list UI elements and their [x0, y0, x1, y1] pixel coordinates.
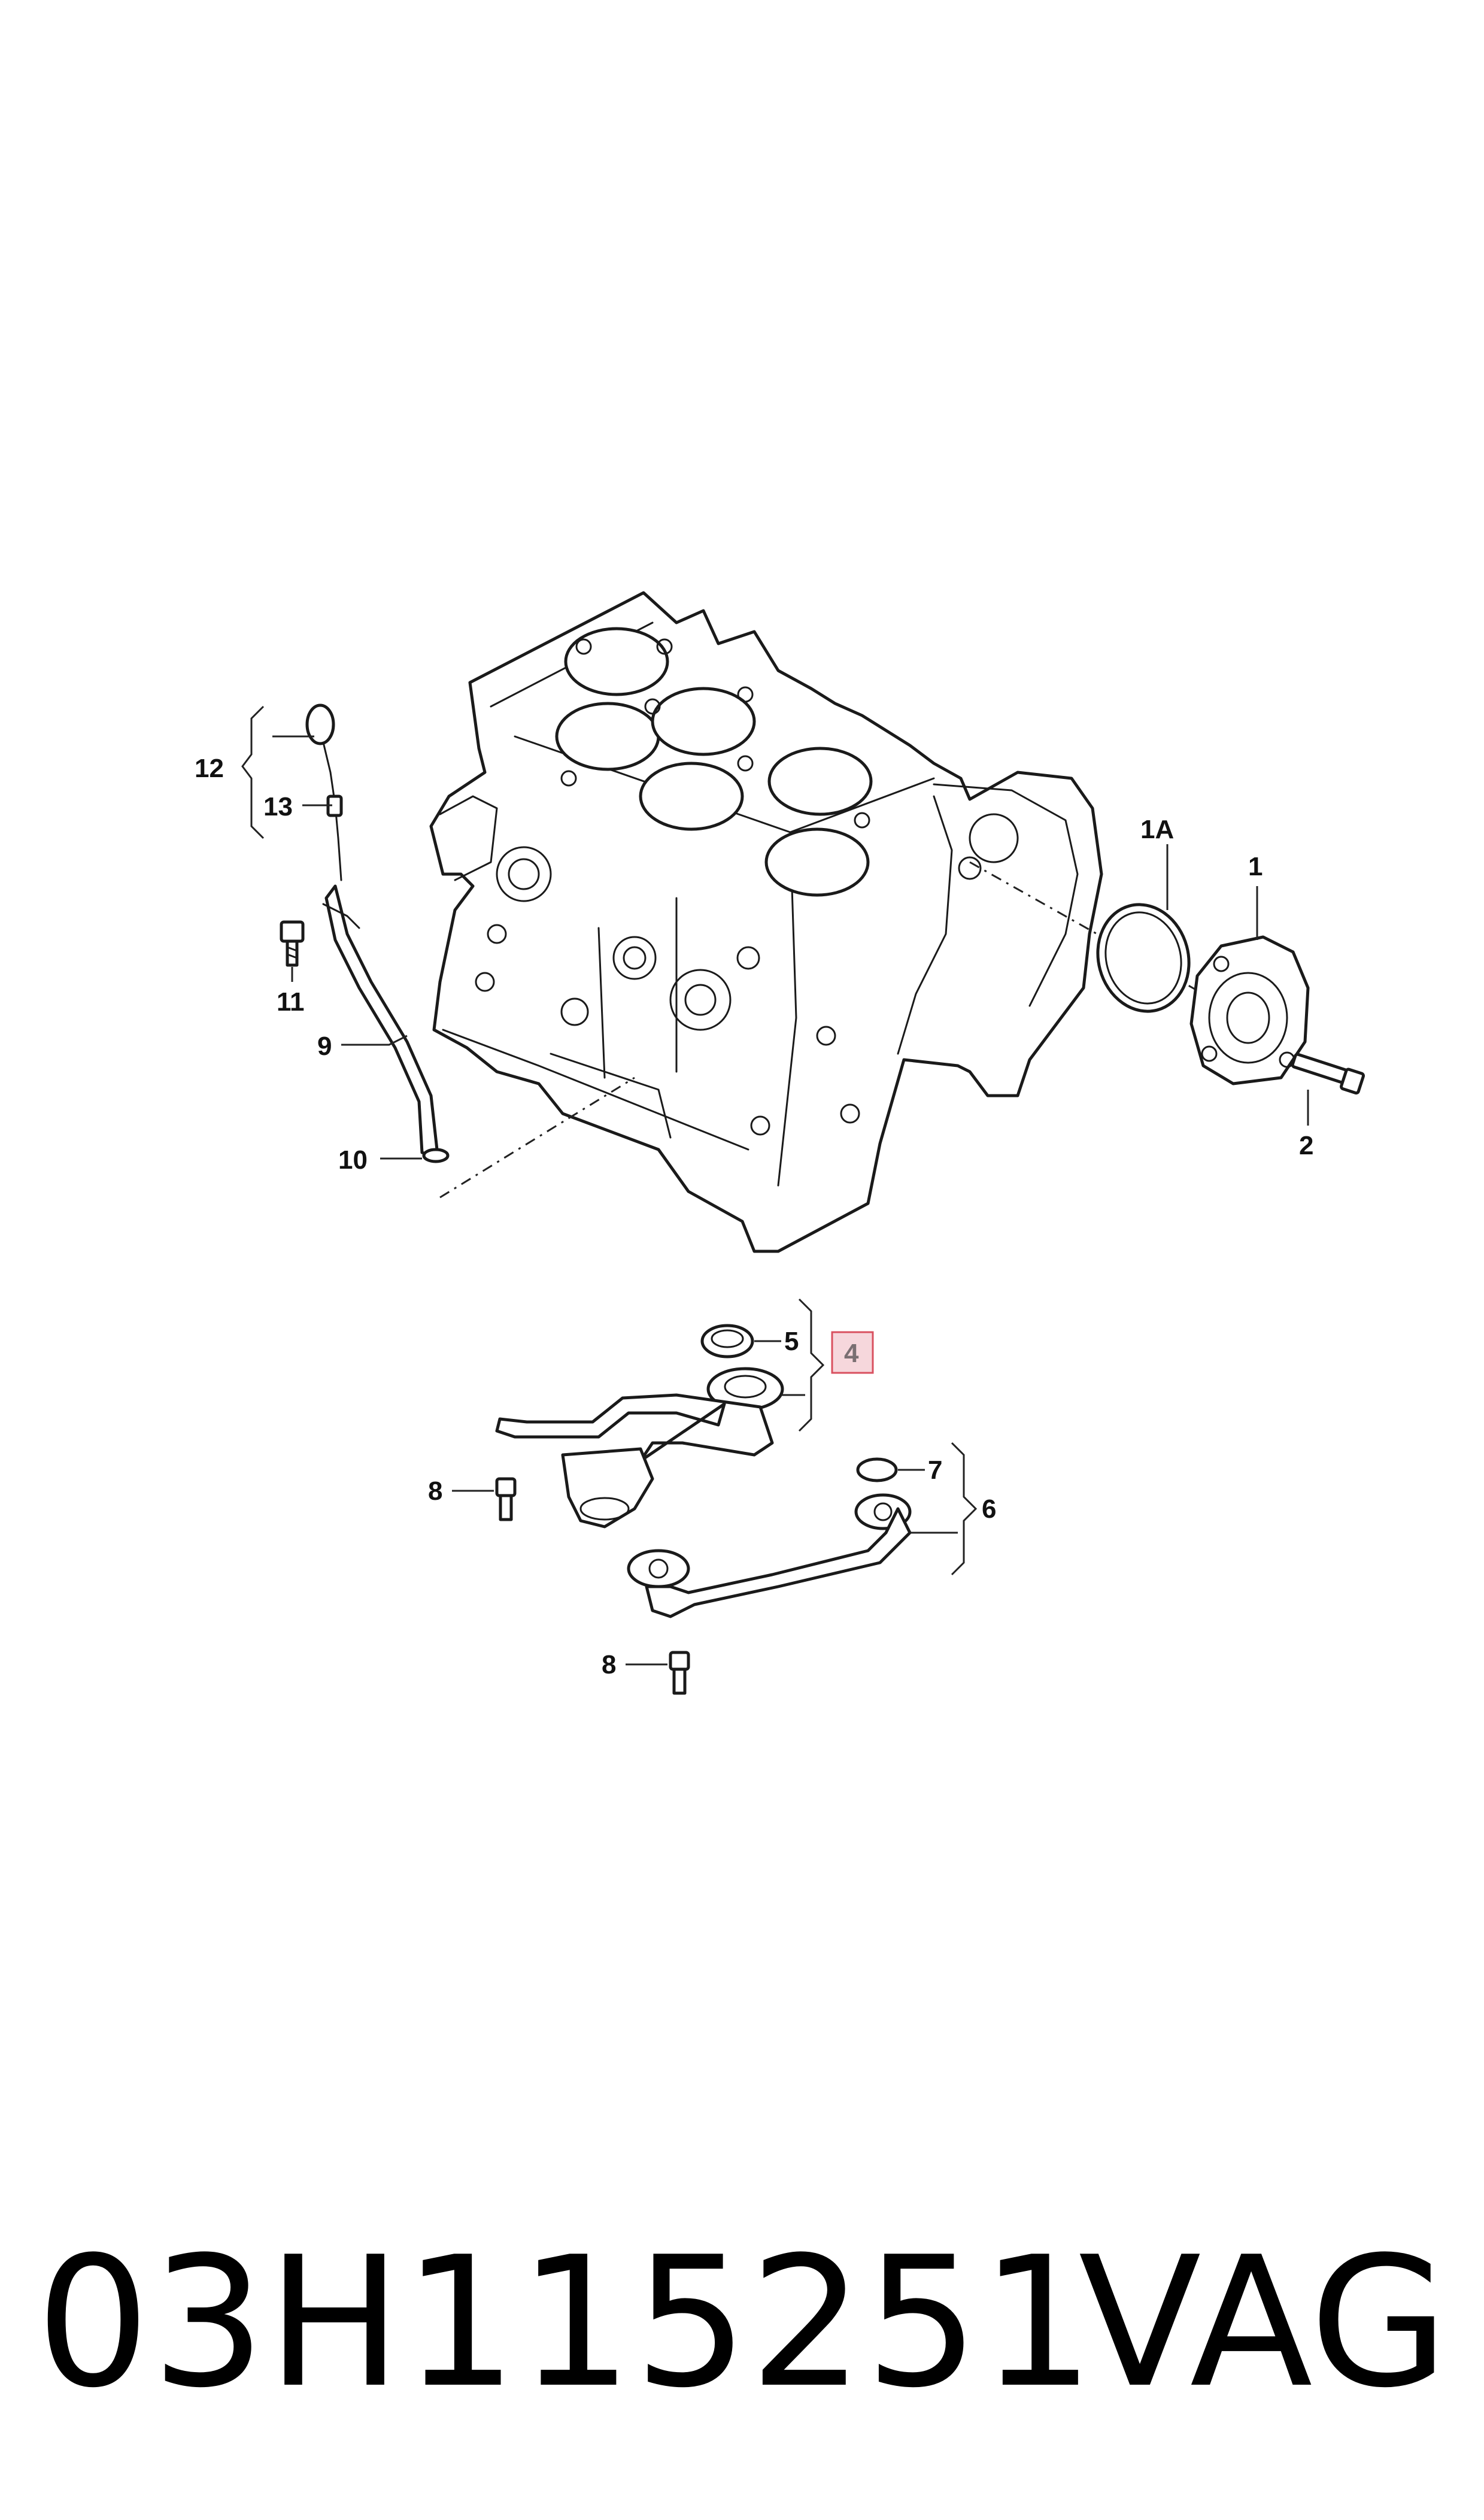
callout-4-box	[831, 1331, 874, 1374]
leader-lines	[241, 705, 1309, 1666]
callout-9[interactable]: 9	[317, 1032, 332, 1061]
callout-8-lower[interactable]: 8	[602, 1650, 616, 1679]
callout-1A[interactable]: 1A	[1140, 815, 1174, 844]
callout-7[interactable]: 7	[928, 1455, 942, 1485]
callout-4-highlight[interactable]: 4	[831, 1331, 874, 1374]
oil-pickup-assembly	[495, 1324, 784, 1695]
callout-13[interactable]: 13	[263, 792, 293, 821]
alignment-line-pump	[969, 861, 1204, 995]
callout-2[interactable]: 2	[1299, 1131, 1313, 1160]
engine-block	[429, 591, 1103, 1253]
callout-6[interactable]: 6	[982, 1494, 996, 1524]
callout-12[interactable]: 12	[195, 754, 224, 783]
callout-4[interactable]: 4	[844, 1339, 859, 1368]
vacuum-pump-assembly	[1096, 903, 1365, 1095]
brand-name: VAG	[1078, 2218, 1449, 2427]
bolt-11	[280, 920, 305, 967]
oil-return-pipe-assembly	[627, 1457, 912, 1618]
callout-1[interactable]: 1	[1248, 852, 1263, 881]
callout-10[interactable]: 10	[338, 1145, 368, 1175]
callout-5[interactable]: 5	[784, 1327, 799, 1356]
part-number: 03H115251	[36, 2218, 1096, 2427]
callout-11[interactable]: 11	[277, 987, 305, 1017]
callout-8-upper[interactable]: 8	[428, 1476, 442, 1506]
footer: 03H115251 VAG	[24, 2227, 1461, 2419]
alignment-line-dipstick	[439, 1076, 635, 1199]
dipstick-assembly	[305, 703, 450, 1163]
